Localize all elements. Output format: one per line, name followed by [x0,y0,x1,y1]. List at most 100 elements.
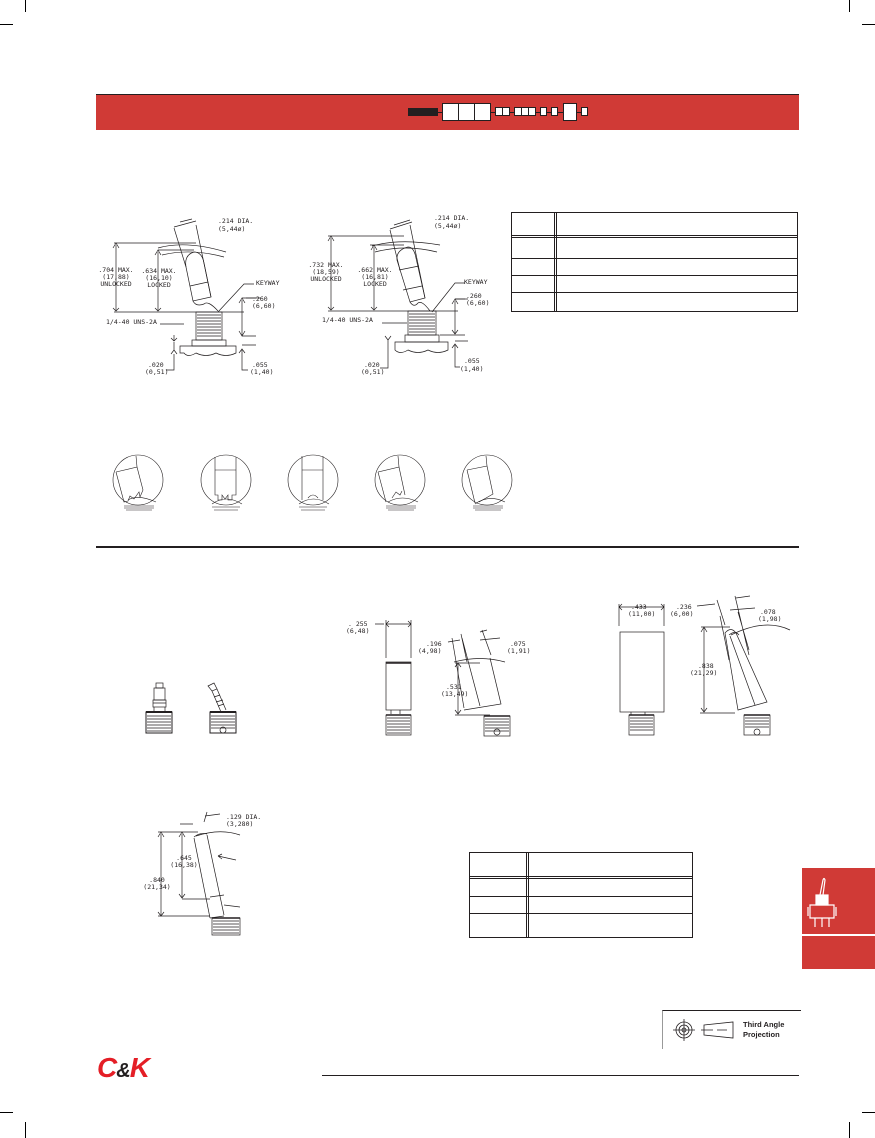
toggle-switch-icon [807,877,837,927]
actuator-small-side [207,682,237,734]
projection-label-line1: Third Angle [743,1020,785,1029]
projection-label: Third Angle Projection [743,1020,784,1040]
dim-bushing-in: .260 [252,295,268,303]
dim-keyway: KEYWAY [464,278,488,286]
actuator-small-drawings [145,682,237,734]
dim-total-mm: (21,34) [143,883,171,891]
position-circle-4 [374,454,426,511]
dim-inner-in: .645 [176,854,192,862]
dim-base-mm: (1,40) [250,368,274,376]
dim-gap-in: .020 [148,361,164,369]
position-circles [112,454,513,511]
section-divider [96,546,799,548]
dim-gap-mm: (0,51) [145,368,169,376]
crop-mark [849,1122,850,1138]
dim-height-in: .838 [698,662,714,670]
table-row [470,896,692,897]
dim-inner-mm: (16,38) [170,861,198,869]
dim-width-mm: (11,00) [628,610,656,618]
position-circle-2 [200,454,252,511]
dim-gap-mm: (0,51) [361,368,385,376]
crop-mark [0,24,13,25]
table-column-divider [526,853,529,937]
crop-mark [862,24,875,25]
dim-locked-label: LOCKED [363,280,387,288]
part-number-diagram [408,103,598,121]
part-box [540,107,547,116]
dim-base-in: .055 [464,357,480,365]
table-row [470,876,692,879]
toggle-drawing-1-lines [112,218,261,371]
dim-tip2-in: .078 [760,608,776,616]
dim-unlocked-in: .732 MAX. [308,261,344,269]
dim-bushing-mm: (6,60) [252,302,276,310]
dim-dia-mm: (3,280) [226,820,254,828]
dim-tip-in: .236 [676,603,692,611]
position-circle-1 [112,454,164,511]
dim-locked-label: LOCKED [147,281,171,289]
dim-dia: .214 DIA. [434,214,470,222]
dim-locked-mm: (16,10) [145,274,173,282]
dim-dia-mm: (5,44ø) [218,225,246,233]
dim-width-in: .433 [631,603,647,611]
dim-tip2-mm: (1,98) [758,615,782,623]
actuator-medium-drawings [375,620,511,737]
part-box [528,107,536,116]
dim-width-in: . 255 [348,620,368,628]
part-prefix-block [408,108,438,116]
dim-thread: 1/4-40 UNS-2A [106,318,157,326]
dim-dia: .214 DIA. [218,217,254,225]
part-box [474,103,491,121]
part-box [442,103,459,121]
dim-width-mm: (6,48) [346,627,370,635]
table-row [512,258,797,259]
part-box [581,107,588,116]
dim-total-in: .840 [149,876,165,884]
part-box [551,107,558,116]
dim-base-mm: (1,40) [460,365,484,373]
position-circle-5 [461,454,513,511]
dim-tip-mm: (6,00) [670,610,694,618]
dim-unlocked-in: .704 MAX. [98,266,134,274]
dim-dia-mm: (5,44ø) [434,222,462,230]
side-tab-toggle [802,868,875,934]
crop-mark [25,0,26,12]
dim-unlocked-label: UNLOCKED [100,280,132,288]
header-banner [96,94,799,130]
dim-keyway: KEYWAY [256,279,280,287]
options-table-2 [469,852,693,938]
table-row [512,235,797,238]
dim-locked-in: .634 MAX. [141,267,177,275]
crop-mark [849,0,850,12]
projection-label-line2: Projection [743,1030,780,1039]
actuator-long-drawing [157,811,241,936]
table-row [512,275,797,276]
dim-base-in: .055 [252,361,268,369]
dim-height-mm: (13,49) [441,690,469,698]
footer-rule [322,1075,799,1076]
part-box [458,103,475,121]
crop-mark [25,1122,26,1138]
table-row [512,292,797,293]
dim-locked-in: .662 MAX. [357,266,393,274]
dim-height-in: .531 [446,683,462,691]
dim-unlocked-mm: (17,88) [102,273,130,281]
dim-unlocked-label: UNLOCKED [310,275,342,283]
dim-tip2-in: .075 [510,640,526,648]
table-column-divider [554,213,557,311]
dim-unlocked-mm: (18,59) [312,268,340,276]
dim-tip-in: .196 [426,640,442,648]
projection-symbol-icon [673,1019,734,1041]
toggle-drawing-2-lines [327,219,468,369]
dim-bushing-in: .260 [466,292,482,300]
dim-bushing-mm: (6,60) [466,299,490,307]
dim-tip2-mm: (1,91) [507,647,531,655]
crop-mark [862,1112,875,1113]
part-box [502,107,510,116]
actuator-large-drawings [618,595,791,736]
options-table-1 [511,212,798,312]
third-angle-projection: Third Angle Projection [662,1010,801,1049]
ck-logo: C&K [97,1052,150,1083]
dim-locked-mm: (16,81) [361,273,389,281]
dim-height-mm: (21,29) [690,669,718,677]
